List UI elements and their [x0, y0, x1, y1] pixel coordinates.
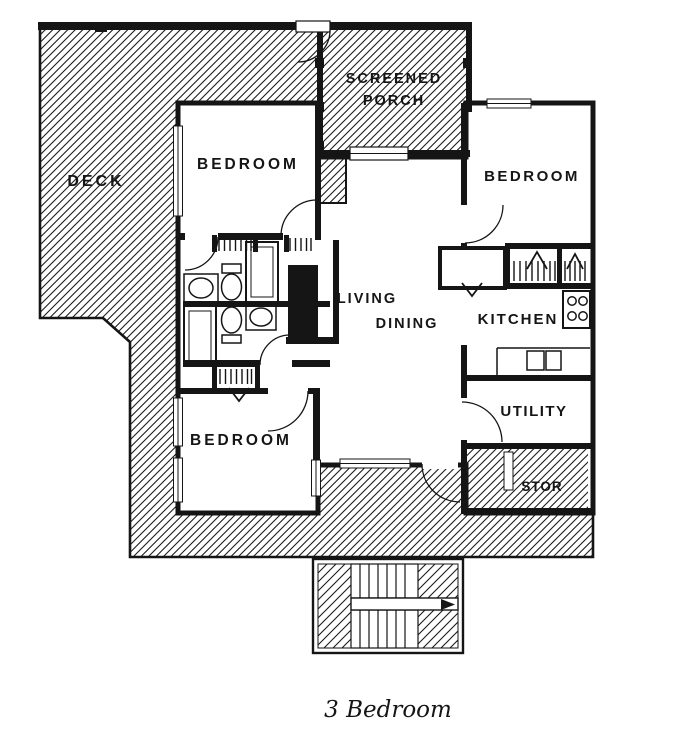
sink-basin — [249, 307, 273, 327]
stove-burner — [578, 311, 588, 321]
kitchen-sink — [526, 350, 545, 371]
kitchen-counter — [496, 347, 590, 375]
toilet — [220, 273, 243, 301]
toilet-tank — [221, 334, 242, 344]
storage-door — [503, 451, 514, 491]
bathtub — [183, 305, 217, 367]
bathrooms — [178, 235, 339, 403]
utility-label: UTILITY — [500, 403, 567, 420]
door-arc — [184, 236, 219, 271]
stove-burner — [578, 296, 588, 306]
poche-strip — [319, 156, 347, 204]
closet-row — [438, 243, 593, 298]
door-arc — [259, 334, 291, 366]
door-arc — [280, 199, 318, 237]
bifold-door-marks — [218, 238, 312, 384]
bedroom-top-left-label: BEDROOM — [197, 156, 299, 173]
porch-post — [315, 58, 324, 68]
porch-label-line2: PORCH — [363, 93, 425, 109]
porch-label-line1: SCREENED — [346, 71, 443, 87]
door-fold-arrow — [461, 282, 483, 298]
bedroom-right — [464, 98, 532, 244]
plan-caption: 3 Bedroom — [324, 697, 452, 723]
living-label: LIVING — [337, 291, 397, 307]
door-fold-arrow — [228, 387, 250, 403]
door-fold-arrow — [566, 252, 584, 270]
bedroom-top-left — [173, 103, 321, 271]
sink-counter — [183, 273, 219, 303]
bathroom-upper — [183, 241, 279, 303]
porch-door — [295, 20, 331, 33]
stove — [562, 290, 591, 329]
porch-post — [463, 102, 472, 112]
stove-burner — [567, 296, 577, 306]
stair-rail — [350, 597, 459, 611]
storage-label: STOR — [521, 479, 562, 494]
door-arc — [421, 463, 461, 503]
door-arc — [267, 390, 309, 432]
utility — [461, 401, 593, 449]
living-dining — [339, 458, 461, 503]
kitchen — [461, 290, 593, 381]
door-arc — [461, 401, 503, 443]
door-arc — [297, 29, 331, 63]
stair-landing — [317, 563, 352, 649]
door-arc — [464, 204, 504, 244]
bedroom-right-label: BEDROOM — [484, 168, 580, 185]
toilet-tank — [221, 263, 242, 274]
stairs — [311, 557, 465, 655]
sink-counter — [245, 303, 277, 331]
coat-closet — [438, 246, 507, 290]
bathroom-lower — [183, 303, 277, 367]
deck-label: DECK — [67, 173, 124, 190]
porch-post — [463, 58, 472, 68]
bedroom-bottom — [173, 388, 321, 503]
sink-basin — [188, 277, 214, 299]
door-fold-arrow — [526, 250, 548, 270]
deck-post — [95, 23, 107, 32]
screened-porch — [295, 20, 472, 204]
toilet — [220, 306, 243, 334]
bedroom-bottom-label: BEDROOM — [190, 432, 292, 449]
bifold-door-marks — [513, 261, 586, 281]
storage — [461, 448, 593, 514]
stove-burner — [567, 311, 577, 321]
dining-label: DINING — [376, 316, 439, 332]
kitchen-sink — [545, 350, 562, 371]
kitchen-label: KITCHEN — [478, 311, 559, 328]
top-wall — [38, 22, 472, 30]
bathtub — [245, 241, 279, 303]
direction-arrow-icon — [441, 599, 455, 610]
